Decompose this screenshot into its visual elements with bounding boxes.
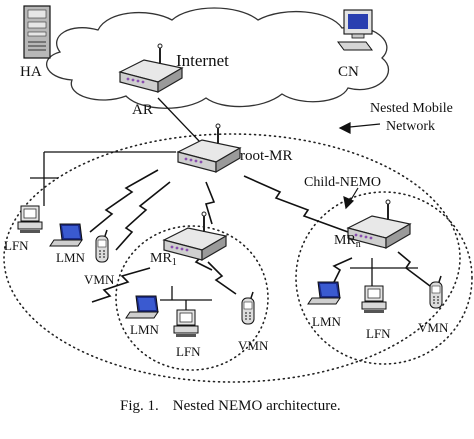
mr1-network-boundary <box>115 225 269 371</box>
lmn-mr1-label: LMN <box>130 322 160 337</box>
mr1-label: MR1 <box>150 251 177 268</box>
cn-computer-icon <box>337 9 373 51</box>
figure-number: Fig. 1. <box>120 398 159 414</box>
mrn-label: MRn <box>334 233 361 250</box>
mr1-router-icon <box>163 211 227 261</box>
ar-label: AR <box>132 102 153 118</box>
root-mr-label: root-MR <box>240 148 293 164</box>
vmn-root-phone-icon <box>95 229 109 263</box>
lfn-root-label: LFN <box>4 238 29 253</box>
cn-label: CN <box>338 64 359 80</box>
lmn-mrn-label: LMN <box>312 314 342 329</box>
lfn-mr1-computer-icon <box>173 309 199 338</box>
ha-server-icon <box>23 5 51 59</box>
annotation-arrows <box>338 122 381 210</box>
vmn-mr1-label: VMN <box>238 338 269 353</box>
ha-label: HA <box>20 64 42 80</box>
lmn-mr1-laptop-icon <box>125 295 159 319</box>
figure-caption: Fig. 1. Nested NEMO architecture. <box>120 398 341 414</box>
vmn-mrn-label: VMN <box>418 320 449 335</box>
lfn-mrn-computer-icon <box>361 285 387 314</box>
internet-label: Internet <box>176 51 229 70</box>
nested-network-boundary <box>3 133 461 383</box>
child-nemo-boundary <box>295 191 473 365</box>
root-mr-router-icon <box>177 123 241 173</box>
vmn-root-label: VMN <box>84 272 115 287</box>
vmn-mrn-phone-icon <box>429 275 443 309</box>
lmn-root-label: LMN <box>56 250 86 265</box>
vmn-mr1-phone-icon <box>241 291 255 325</box>
figure-caption-text: Nested NEMO architecture. <box>173 398 341 414</box>
lfn-mr1-label: LFN <box>176 344 201 359</box>
lfn-root-computer-icon <box>17 205 43 234</box>
nested-mobile-network-label-line2: Network <box>386 119 435 134</box>
wireless-links <box>89 169 431 303</box>
lmn-root-laptop-icon <box>49 223 83 247</box>
child-nemo-label: Child-NEMO <box>304 175 381 190</box>
nested-mobile-network-label-line1: Nested Mobile <box>370 101 453 116</box>
lfn-mrn-label: LFN <box>366 326 391 341</box>
lmn-mrn-laptop-icon <box>307 281 341 305</box>
